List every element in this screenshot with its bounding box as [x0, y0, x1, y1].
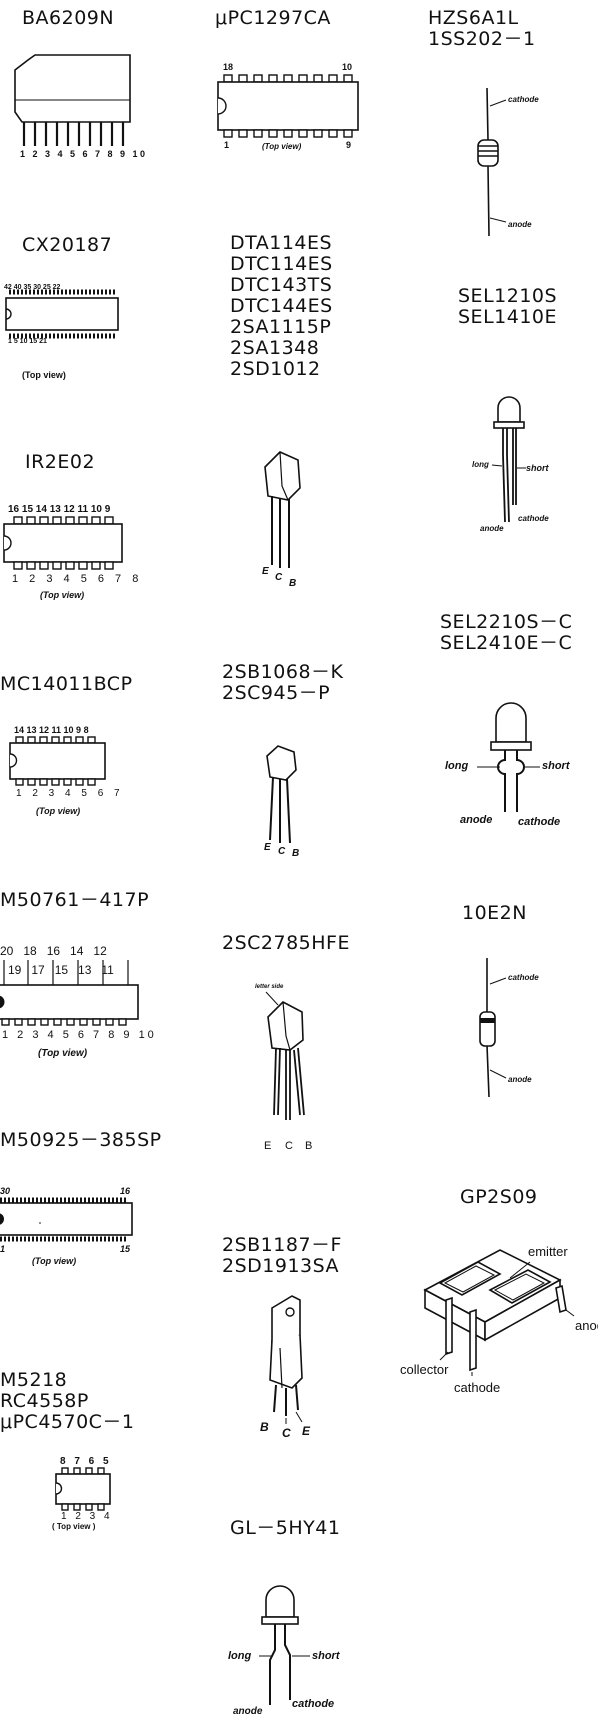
upc1297ca-label: μPC1297CA: [215, 7, 331, 29]
ir2e02-top-pins: 16 15 14 13 12 11 10 9: [8, 504, 111, 515]
gp2s09-cathode-label: cathode: [454, 1380, 501, 1395]
sel1210s-anode-label: anode: [480, 524, 504, 533]
gp2s09-emitter-label: emitter: [528, 1244, 568, 1259]
gp2s09-label: GP2S09: [460, 1186, 538, 1208]
c2sc2785-letter-side-label: letter side: [255, 984, 284, 990]
gl5hy41-cathode-label: cathode: [292, 1698, 335, 1710]
m50761-label: M50761－417P: [0, 889, 150, 911]
m5218-label: M5218 RC4558P μPC4570C－1: [0, 1369, 135, 1433]
c2sc2785-pin-b: B: [305, 1140, 313, 1152]
c2sb1187-pin-c: C: [282, 1426, 291, 1440]
ba6209n-pin-numbers: 1 2 3 4 5 6 7 8 9 10: [20, 149, 148, 159]
cx20187-bottom-pins: 1 5 10 15 21: [8, 338, 47, 345]
m50925-pin-bottom-right: 15: [120, 1244, 131, 1254]
gl5hy41-label: GL－5HY41: [230, 1517, 341, 1539]
hzs6a1l-label: HZS6A1L 1SS202－1: [428, 7, 536, 50]
sel1210s-label: SEL1210S SEL1410E: [458, 285, 558, 328]
m50925-pin-top-right: 16: [120, 1186, 131, 1196]
m50925-pin-top-left: 30: [0, 1186, 11, 1196]
m50761-top-pins-even: 20 18 16 14 12: [0, 944, 107, 958]
upc1297ca-pin-top-right: 10: [342, 62, 353, 72]
sel2210s-short-label: short: [542, 760, 570, 772]
upc1297ca-pin-bottom-right: 9: [346, 140, 352, 150]
gl5hy41-long-label: long: [228, 1650, 252, 1662]
c2sb1187-pin-e: E: [302, 1424, 311, 1438]
transistor-group-a-pin-b: B: [289, 578, 297, 589]
sel1210s-cathode-label: cathode: [518, 514, 549, 523]
cx20187-label: CX20187: [22, 234, 113, 256]
transistor-group-b-label: 2SB1068－K 2SC945－P: [222, 661, 344, 704]
transistor-group-b-pin-c: C: [278, 846, 286, 857]
c2sb1187-pin-b: B: [260, 1420, 269, 1434]
transistor-group-a-label: DTA114ES DTC114ES DTC143TS DTC144ES 2SA1…: [230, 232, 333, 380]
gl5hy41-short-label: short: [312, 1650, 340, 1662]
e10e2n-anode-label: anode: [508, 1075, 532, 1084]
c2sc2785-pin-c: C: [285, 1140, 293, 1152]
gp2s09-collector-label: collector: [400, 1362, 449, 1377]
upc1297ca-pin-top-left: 18: [223, 62, 234, 72]
hzs6a1l-cathode-label: cathode: [508, 95, 539, 104]
upc1297ca-view-label: (Top view): [262, 142, 302, 151]
sel2210s-long-label: long: [445, 760, 469, 772]
sel1210s-short-label: short: [526, 463, 549, 473]
transistor-group-b-pin-e: E: [264, 842, 271, 853]
m50761-view-label: (Top view): [38, 1048, 88, 1059]
cx20187-view-label: (Top view): [22, 370, 66, 380]
e10e2n-label: 10E2N: [462, 902, 527, 924]
m50925-label: M50925－385SP: [0, 1129, 162, 1151]
m50925-view-label: (Top view): [32, 1256, 77, 1266]
mc14011bcp-label: MC14011BCP: [0, 673, 133, 695]
c2sc2785-label: 2SC2785HFE: [222, 932, 350, 954]
c2sb1187-label: 2SB1187－F 2SD1913SA: [222, 1234, 342, 1277]
gp2s09-anode-label: anode: [575, 1318, 598, 1333]
mc14011bcp-top-pins: 14 13 12 11 10 9 8: [14, 725, 89, 735]
m50925-pin-bottom-left: 1: [0, 1244, 6, 1254]
m5218-bottom-pins: 1 2 3 4: [61, 1511, 113, 1522]
c2sc2785-pin-e: E: [264, 1140, 272, 1152]
transistor-group-a-pin-c: C: [275, 572, 283, 583]
transistor-group-a-pin-e: E: [262, 566, 269, 577]
transistor-group-b-pin-b: B: [292, 848, 300, 859]
m5218-view-label: ( Top view ): [52, 1522, 96, 1531]
sel1210s-long-label: long: [472, 460, 489, 469]
mc14011bcp-bottom-pins: 1 2 3 4 5 6 7: [16, 788, 124, 799]
m50761-top-pins-odd: 19 17 15 13 11: [8, 963, 114, 977]
upc1297ca-pin-bottom-left: 1: [224, 140, 230, 150]
ir2e02-label: IR2E02: [25, 451, 96, 473]
ir2e02-bottom-pins: 1 2 3 4 5 6 7 8: [12, 573, 143, 585]
sel2210s-anode-label: anode: [460, 814, 493, 826]
ba6209n-label: BA6209N: [22, 7, 115, 29]
m5218-top-pins: 8 7 6 5: [60, 1456, 112, 1467]
m50761-bottom-pins: 1 2 3 4 5 6 7 8 9 10: [2, 1029, 157, 1041]
sel2210s-label: SEL2210S－C SEL2410E－C: [440, 611, 573, 654]
gl5hy41-anode-label: anode: [233, 1706, 263, 1717]
ir2e02-view-label: (Top view): [40, 590, 85, 600]
e10e2n-cathode-label: cathode: [508, 973, 539, 982]
cx20187-top-pins: 42 40 35 30 25 22: [4, 284, 61, 291]
hzs6a1l-anode-label: anode: [508, 220, 532, 229]
sel2210s-cathode-label: cathode: [518, 816, 561, 828]
mc14011bcp-view-label: (Top view): [36, 806, 81, 816]
